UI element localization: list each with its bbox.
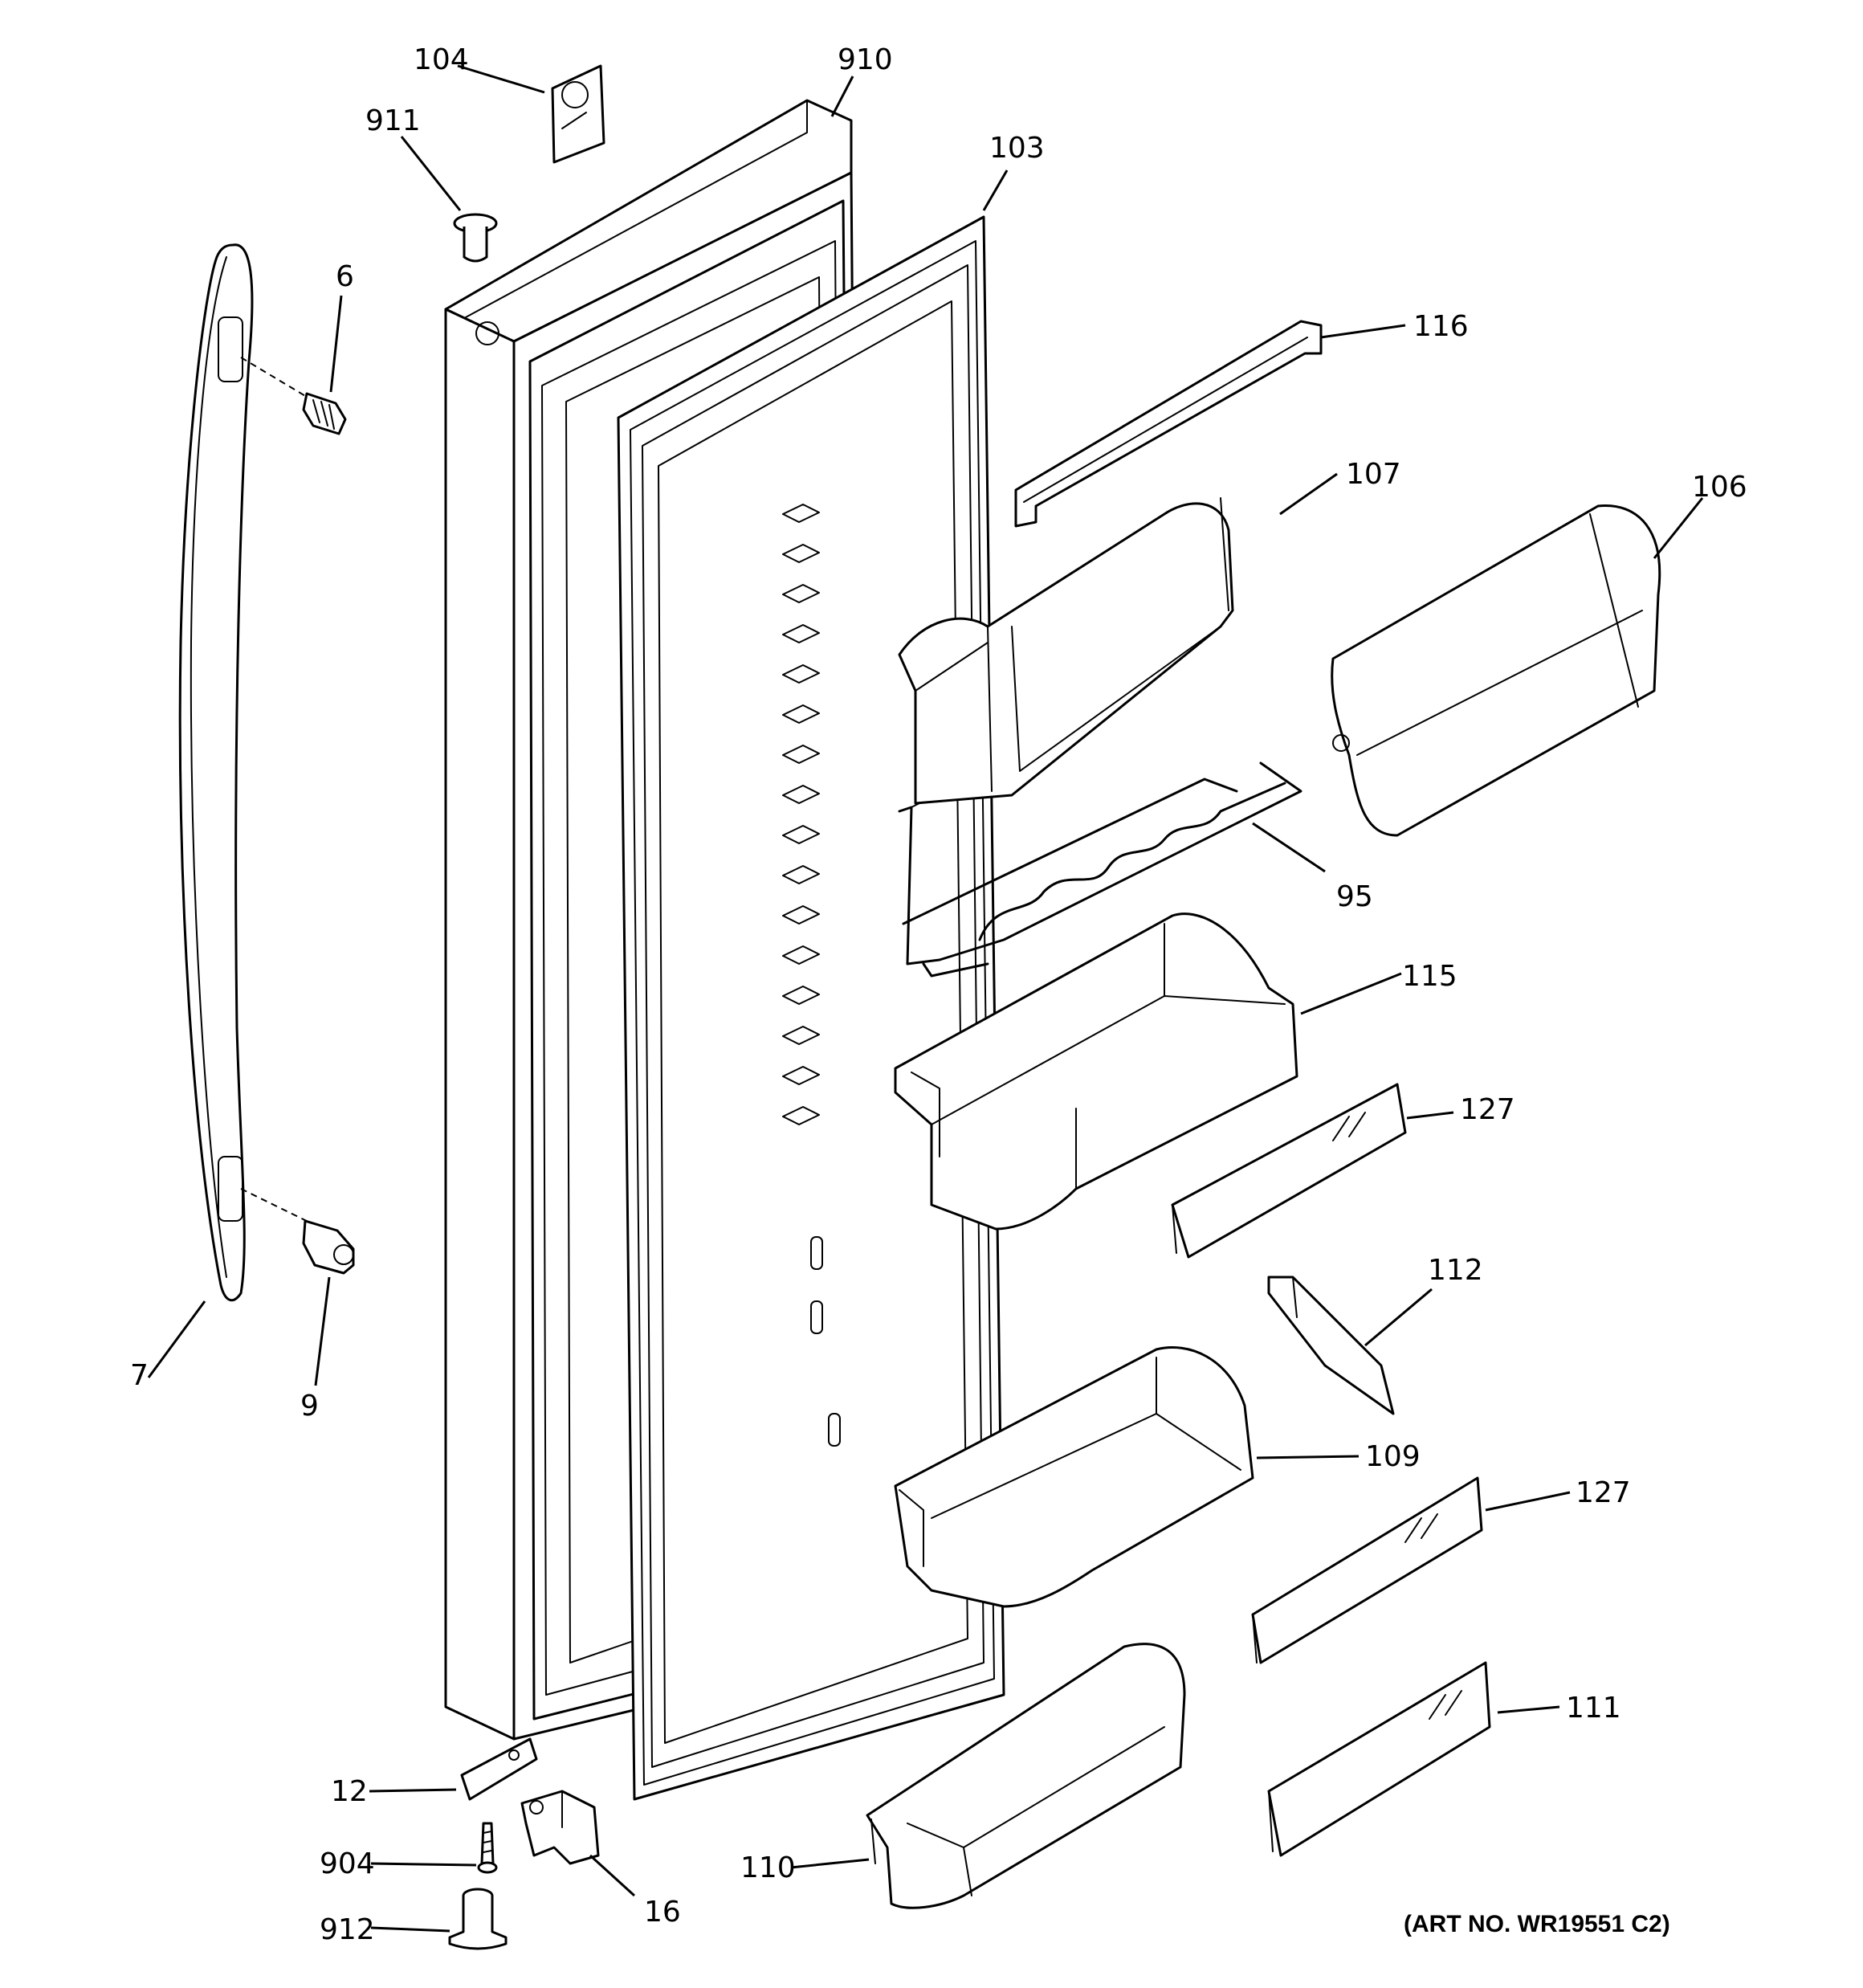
screw-part [477, 1822, 498, 1874]
wire-rack-part [898, 761, 1302, 978]
art-number: (ART NO. WR19551 C2) [1404, 1911, 1670, 1937]
handle-mounting-stud-part [302, 1219, 355, 1275]
callout-904: 904 [320, 1847, 375, 1880]
handle-stud-part [302, 392, 347, 435]
lower-door-bin-part [894, 1346, 1254, 1608]
brand-badge-part [551, 64, 605, 164]
callout-910: 910 [838, 43, 893, 76]
bin-divider-part [1267, 1276, 1395, 1415]
handle-stud-axis-bottom [240, 1188, 316, 1226]
callout-112: 112 [1428, 1254, 1483, 1287]
callout-7: 7 [130, 1359, 149, 1392]
callout-109: 109 [1365, 1440, 1421, 1473]
door-gasket-part [617, 215, 1005, 1801]
callout-111: 111 [1566, 1692, 1621, 1725]
shelf-support-ribs [782, 504, 841, 1447]
hinge-bushing-bottom-part [448, 1888, 508, 1950]
callout-6: 6 [336, 260, 354, 293]
callout-16: 16 [644, 1896, 681, 1929]
middle-door-bin-part [894, 912, 1298, 1231]
callout-127-upper: 127 [1460, 1093, 1515, 1126]
covered-door-bin-part [1331, 504, 1661, 837]
callout-9: 9 [300, 1390, 319, 1423]
hinge-bracket-part [460, 1737, 538, 1801]
bin-insert-upper-part [1171, 1083, 1407, 1259]
callout-127-lower: 127 [1576, 1476, 1631, 1509]
shelf-bar-part [1014, 320, 1323, 528]
callout-911: 911 [365, 104, 421, 137]
door-handle-part [178, 243, 254, 1302]
callout-labels: 104 910 911 103 6 116 107 106 95 115 127… [130, 43, 1747, 1946]
callout-95: 95 [1336, 880, 1373, 913]
upper-door-bin-part [898, 497, 1234, 805]
handle-stud-axis-top [240, 357, 316, 402]
leader-lines [147, 64, 1704, 1933]
callout-116: 116 [1413, 310, 1469, 343]
callout-110: 110 [740, 1851, 796, 1884]
callout-106: 106 [1692, 471, 1747, 504]
lower-hinge-part [520, 1790, 600, 1865]
callout-912: 912 [320, 1913, 375, 1946]
callout-103: 103 [989, 132, 1045, 165]
callout-104: 104 [414, 43, 469, 76]
hinge-bushing-top-part [453, 213, 498, 263]
bin-insert-lower-part [1251, 1476, 1483, 1664]
callout-107: 107 [1346, 458, 1401, 491]
callout-115: 115 [1402, 960, 1457, 993]
callout-12: 12 [331, 1775, 368, 1808]
bin-front-insert-part [1267, 1661, 1491, 1857]
bottom-door-bin-part [866, 1643, 1186, 1909]
